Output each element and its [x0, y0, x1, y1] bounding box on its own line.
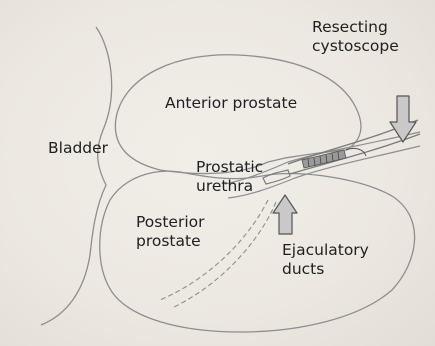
label-prostatic-urethra: Prostatic urethra — [196, 158, 263, 196]
label-line: Posterior — [136, 213, 205, 232]
cystoscope-arrow — [390, 96, 416, 142]
label-ejaculatory-ducts: Ejaculatory ducts — [282, 241, 369, 279]
label-line: Prostatic — [196, 158, 263, 177]
label-resecting-cystoscope: Resecting cystoscope — [312, 18, 399, 56]
label-line: Ejaculatory — [282, 241, 369, 260]
label-line: urethra — [196, 177, 263, 196]
bladder-outline — [41, 27, 112, 325]
label-line: Resecting — [312, 18, 399, 37]
ejaculatory-ducts-arrow — [273, 195, 297, 234]
label-bladder: Bladder — [48, 139, 108, 158]
label-line: prostate — [136, 232, 205, 251]
label-line: ducts — [282, 260, 369, 279]
label-anterior-prostate: Anterior prostate — [165, 94, 297, 113]
label-line: cystoscope — [312, 37, 399, 56]
label-posterior-prostate: Posterior prostate — [136, 213, 205, 251]
